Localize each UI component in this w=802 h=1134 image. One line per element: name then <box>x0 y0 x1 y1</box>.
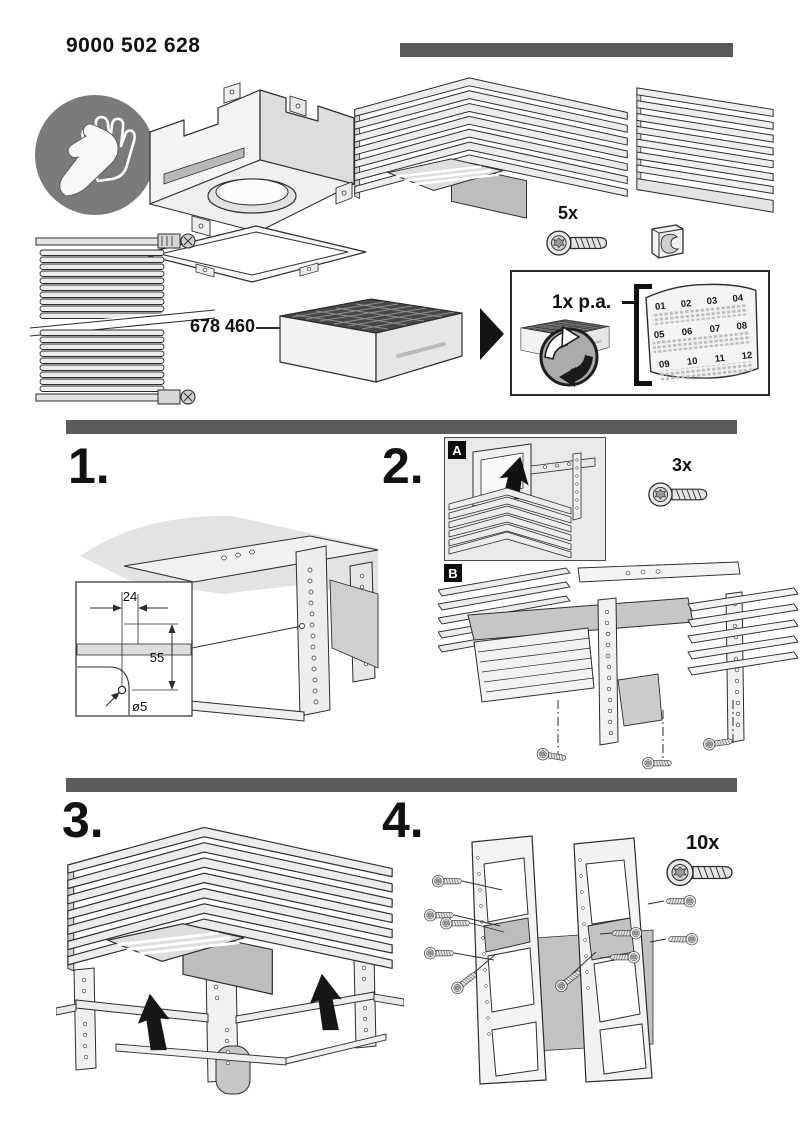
screw-icon <box>535 747 567 765</box>
inset-label-b: B <box>444 564 462 582</box>
push-up-arrow-icon <box>137 993 170 1051</box>
dim-height: 55 <box>150 650 164 665</box>
sticker-number: 09 <box>659 359 671 371</box>
top-section-bar <box>400 43 733 57</box>
screw-icon <box>424 947 454 960</box>
step2-number: 2. <box>382 438 424 494</box>
duct-rings-top <box>39 249 165 319</box>
screw-icon <box>648 482 708 507</box>
step4-illustration <box>424 835 698 1085</box>
screw-icon <box>668 933 698 946</box>
right-louver-fan <box>687 587 799 676</box>
label-dash <box>622 301 634 304</box>
step2-inset-a: A <box>444 437 606 561</box>
sticker-number: 10 <box>686 356 698 368</box>
step3-number: 3. <box>62 792 104 848</box>
frequency-label: 1x p.a. <box>552 292 612 313</box>
louver-corner-panel <box>352 70 630 228</box>
filter-box-illustration <box>278 297 464 384</box>
dim-hole: ø5 <box>132 699 147 714</box>
step2-b-illustration <box>438 561 799 770</box>
inset-a-illustration <box>448 443 596 558</box>
sticker-number: 06 <box>681 326 693 338</box>
screw-icon <box>440 917 470 930</box>
duct-rings-bottom <box>39 329 165 392</box>
flex-duct-illustration <box>30 233 215 405</box>
push-up-arrow-icon <box>309 973 342 1031</box>
section-bar <box>66 420 737 434</box>
sticker-number: 12 <box>741 350 753 362</box>
section-bar <box>66 778 737 792</box>
step1-illustration: 24 55 ø5 <box>75 515 379 722</box>
screw-icon <box>432 875 462 888</box>
sticker-number: 05 <box>653 329 665 341</box>
sticker-number: 04 <box>732 293 744 305</box>
left-louver-stack <box>438 567 571 653</box>
sticker-number: 02 <box>680 298 692 310</box>
louver-corner-panel <box>68 827 392 994</box>
arrow-right-icon <box>480 308 504 360</box>
sticker-sheet: 01 02 03 04 05 06 07 08 09 10 11 12 <box>645 283 759 383</box>
step3-illustration <box>56 818 404 1095</box>
housing-part-illustration <box>141 82 367 283</box>
sticker-number: 07 <box>709 323 721 335</box>
screw-icon <box>666 895 696 908</box>
sticker-number: 01 <box>654 301 666 313</box>
screw-icon <box>642 757 672 770</box>
step4-number: 4. <box>382 792 424 848</box>
inset-label-a: A <box>448 441 466 459</box>
sticker-number: 11 <box>714 353 726 365</box>
mini-louver <box>448 487 572 558</box>
step1-number: 1. <box>68 438 110 494</box>
sticker-number: 08 <box>736 320 748 332</box>
clip-part <box>651 224 684 259</box>
gloves-icon <box>35 95 155 215</box>
screw-icon <box>448 968 480 997</box>
sticker-number: 03 <box>706 295 718 307</box>
dim-offset: 24 <box>123 589 137 604</box>
filter-part-number: 678 460 <box>190 316 256 336</box>
screw-icon <box>546 230 608 256</box>
screw-qty-10x: 10x <box>686 832 720 854</box>
screw-qty-3x: 3x <box>672 455 693 475</box>
page-title: 9000 502 628 <box>66 34 201 57</box>
annual-replacement-panel: 1x p.a. 01 02 03 04 0 <box>510 270 770 396</box>
screw-qty-5x: 5x <box>558 203 579 223</box>
louver-straight-panel <box>632 74 778 232</box>
replace-cycle-icon <box>539 325 599 387</box>
bracket <box>634 284 652 386</box>
